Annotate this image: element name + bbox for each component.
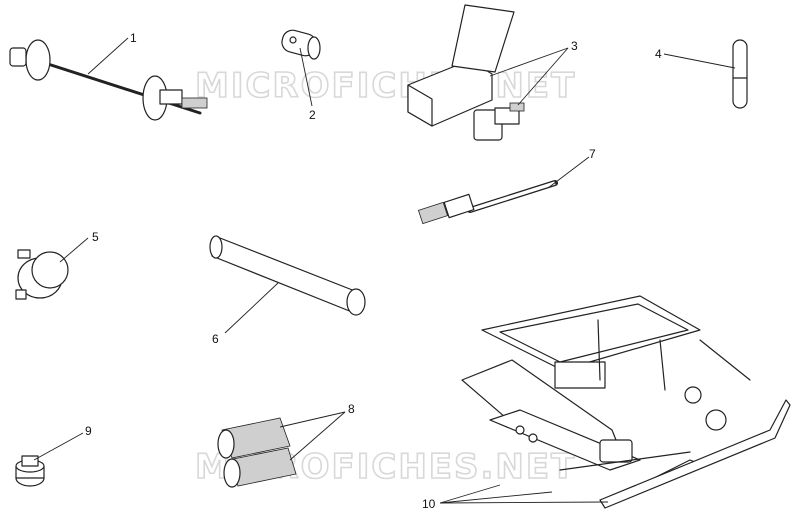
part-2-sleeve (281, 29, 321, 60)
callout-7: 7 (589, 147, 596, 161)
callout-10: 10 (422, 497, 436, 511)
callout-8: 8 (348, 402, 355, 416)
callout-4: 4 (655, 47, 662, 61)
part-1-puller-rod (9, 39, 208, 121)
part-5-socket (15, 249, 69, 300)
part-6-tube (209, 235, 366, 316)
part-4-pin (732, 39, 748, 109)
part-7-rod (417, 180, 558, 225)
leader-lines (33, 37, 736, 504)
callout-9: 9 (85, 424, 92, 438)
part-3-tool-case (407, 4, 525, 141)
watermark-top: MICROFICHES.NET (195, 66, 576, 106)
callout-5: 5 (92, 230, 99, 244)
callout-1: 1 (130, 31, 137, 45)
callout-6: 6 (212, 332, 219, 346)
part-10-lift-stand (461, 295, 791, 509)
part-8-knurled-sleeves (217, 417, 297, 488)
callout-3: 3 (571, 39, 578, 53)
callout-2: 2 (309, 108, 316, 122)
part-9-nut (15, 455, 45, 487)
